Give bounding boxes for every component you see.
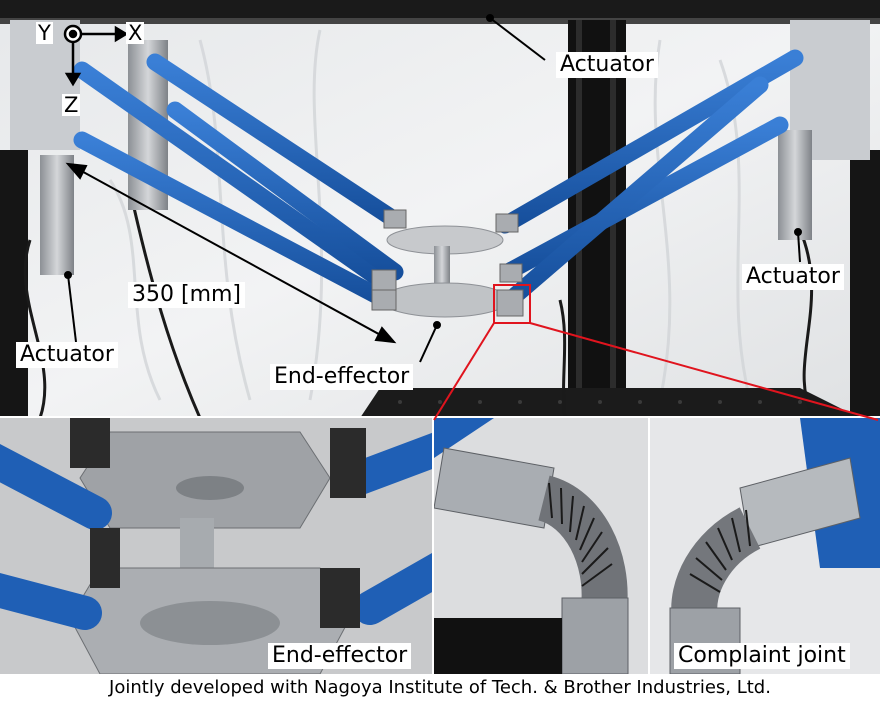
dimension-arrow	[65, 162, 397, 344]
joint-highlight-box	[493, 284, 531, 324]
main-photo	[0, 0, 880, 418]
axis-label-z: Z	[62, 93, 81, 117]
joint-lower-block	[561, 597, 629, 674]
label-actuator-left: Actuator	[16, 342, 118, 368]
joint-inset-photo-right	[650, 418, 880, 674]
joint-upper-block	[434, 447, 555, 529]
inset-blue-arms	[0, 432, 432, 630]
end-effector-inset-photo	[0, 418, 432, 674]
label-end-effector-main: End-effector	[270, 364, 414, 390]
annotation-lines	[64, 14, 802, 363]
inset-divider-top	[0, 416, 880, 418]
joint-inset-photo-left	[434, 418, 648, 674]
label-end-effector-inset: End-effector	[268, 643, 412, 669]
inset-divider-right	[648, 418, 650, 674]
top-frame	[0, 0, 880, 22]
right-post	[850, 150, 880, 418]
label-actuator-top: Actuator	[556, 52, 658, 78]
axis-label-x: X	[126, 21, 145, 45]
label-dimension: 350 [mm]	[128, 282, 246, 308]
left-post	[0, 150, 28, 418]
zoom-connector	[433, 322, 879, 421]
cables	[23, 189, 814, 418]
arm-joints	[371, 209, 524, 317]
joint-flexure	[536, 475, 628, 611]
axis-triad	[63, 24, 129, 87]
optical-table	[360, 388, 860, 418]
credit-caption: Jointly developed with Nagoya Institute …	[109, 677, 771, 698]
inset-divider-left	[432, 418, 434, 674]
label-actuator-right: Actuator	[742, 264, 844, 290]
axis-label-y: Y	[36, 21, 53, 45]
blue-arms	[73, 49, 804, 309]
label-complaint-joint: Complaint joint	[674, 643, 850, 669]
